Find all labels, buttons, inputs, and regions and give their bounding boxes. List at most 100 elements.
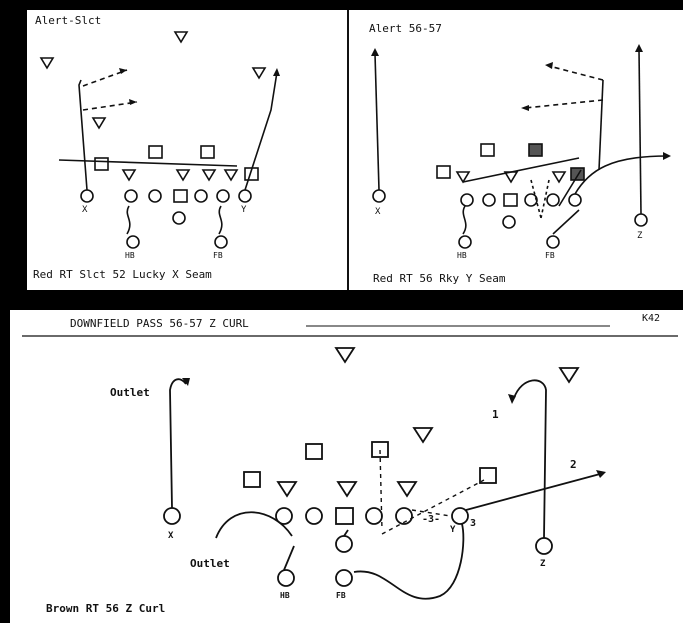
section-header: DOWNFIELD PASS 56-57 Z CURL — [70, 317, 249, 330]
dashed-read — [381, 479, 485, 535]
receiver-z — [634, 213, 648, 227]
read-3-dash-label: -3- — [422, 514, 440, 525]
read-3-label: 3 — [470, 518, 476, 529]
defender-square — [480, 143, 495, 157]
quarterback — [502, 215, 516, 229]
halfback — [126, 235, 140, 249]
defender-triangle — [201, 169, 217, 182]
dashed-route — [82, 101, 138, 111]
lineman — [194, 189, 208, 203]
lineman — [305, 507, 323, 525]
defender-triangle — [396, 481, 418, 498]
fb-block — [218, 205, 223, 235]
dashed-read — [411, 509, 451, 517]
quarterback — [335, 535, 353, 553]
x-outlet-route — [169, 378, 187, 509]
fb-label: FB — [336, 591, 346, 600]
play-caption: Red RT 56 Rky Y Seam — [373, 272, 506, 285]
lineman — [460, 193, 474, 207]
dashed-read — [379, 449, 383, 531]
page-ref: K42 — [642, 313, 660, 324]
defender-triangle — [334, 347, 356, 364]
play-diagram-alert-slct: Alert-Slct X Y HB FB Red RT Slct 52 Luck… — [27, 10, 349, 290]
defender-triangle — [455, 171, 471, 184]
y-route — [465, 473, 601, 511]
defender-triangle — [223, 169, 239, 182]
fullback — [214, 235, 228, 249]
dashed-route — [524, 99, 604, 109]
receiver-x — [80, 189, 94, 203]
center — [503, 193, 518, 207]
receiver-y — [238, 189, 252, 203]
line-route — [58, 159, 238, 167]
receiver-x — [372, 189, 386, 203]
receiver-y — [568, 193, 582, 207]
hb-label: HB — [457, 251, 467, 260]
lineman — [216, 189, 230, 203]
defender-square — [243, 471, 261, 488]
play-diagram-alert-56-57: Alert 56-57 X Z HB FB Red RT 56 Rky Y Se… — [349, 10, 683, 290]
play-caption: Red RT Slct 52 Lucky X Seam — [33, 268, 212, 281]
defender-triangle — [121, 169, 137, 182]
defender-square — [436, 165, 451, 179]
lineman — [546, 193, 560, 207]
defender-triangle — [412, 427, 434, 444]
center — [173, 189, 188, 203]
fb-label: FB — [213, 251, 223, 260]
defender-triangle — [558, 367, 580, 384]
lineman — [524, 193, 538, 207]
lineman — [482, 193, 496, 207]
defender-triangle — [551, 171, 567, 184]
fullback — [546, 235, 560, 249]
outlet-label-bottom: Outlet — [190, 557, 230, 570]
quarterback — [172, 211, 186, 225]
center — [335, 507, 354, 525]
lineman — [275, 507, 293, 525]
dashed-route — [530, 179, 542, 219]
z-label: Z — [637, 231, 643, 241]
defender-square — [94, 157, 109, 171]
defender-square — [148, 145, 163, 159]
defender-triangle — [39, 57, 55, 70]
defender-square — [305, 443, 323, 460]
x-label: X — [82, 205, 88, 215]
x-seam-route — [78, 79, 88, 191]
halfback — [277, 569, 295, 587]
defender-square — [200, 145, 215, 159]
y-seam-route — [574, 155, 668, 195]
fullback — [335, 569, 353, 587]
route — [598, 79, 604, 171]
route — [558, 169, 582, 207]
y-label: Y — [450, 525, 456, 535]
fb-block — [552, 209, 580, 235]
defender-triangle — [336, 481, 358, 498]
hb-block — [126, 205, 131, 235]
play-title: Alert 56-57 — [369, 22, 442, 35]
outlet-label-top: Outlet — [110, 386, 150, 399]
defender-square — [371, 441, 389, 458]
hb-outlet-route — [215, 511, 293, 539]
play-diagram-svg: DOWNFIELD PASS 56-57 Z CURL K42 — [22, 313, 678, 615]
lineman — [395, 507, 413, 525]
defender-triangle — [251, 67, 267, 80]
play-diagram-svg: Alert 56-57 X Z HB FB Red RT 56 Rky Y Se… — [369, 22, 671, 285]
receiver-z — [535, 537, 553, 555]
defender-square — [479, 467, 497, 484]
defender-triangle — [173, 31, 189, 44]
line-route — [462, 157, 580, 183]
fb-route — [353, 523, 465, 600]
x-label: X — [168, 531, 174, 541]
play-diagram-z-curl: DOWNFIELD PASS 56-57 Z CURL K42 — [10, 310, 683, 623]
read-1-label: 1 — [492, 408, 499, 421]
play-diagram-svg: Alert-Slct X Y HB FB Red RT Slct 52 Luck… — [33, 14, 280, 281]
defender-square — [528, 143, 543, 157]
dashed-route — [540, 179, 550, 219]
z-route — [638, 49, 642, 215]
defender-triangle — [175, 169, 191, 182]
read-2-label: 2 — [570, 458, 577, 471]
play-title: Alert-Slct — [35, 14, 101, 27]
dashed-route — [548, 65, 604, 81]
hb-label: HB — [125, 251, 135, 260]
qb-drop — [343, 529, 349, 537]
receiver-x — [163, 507, 181, 525]
